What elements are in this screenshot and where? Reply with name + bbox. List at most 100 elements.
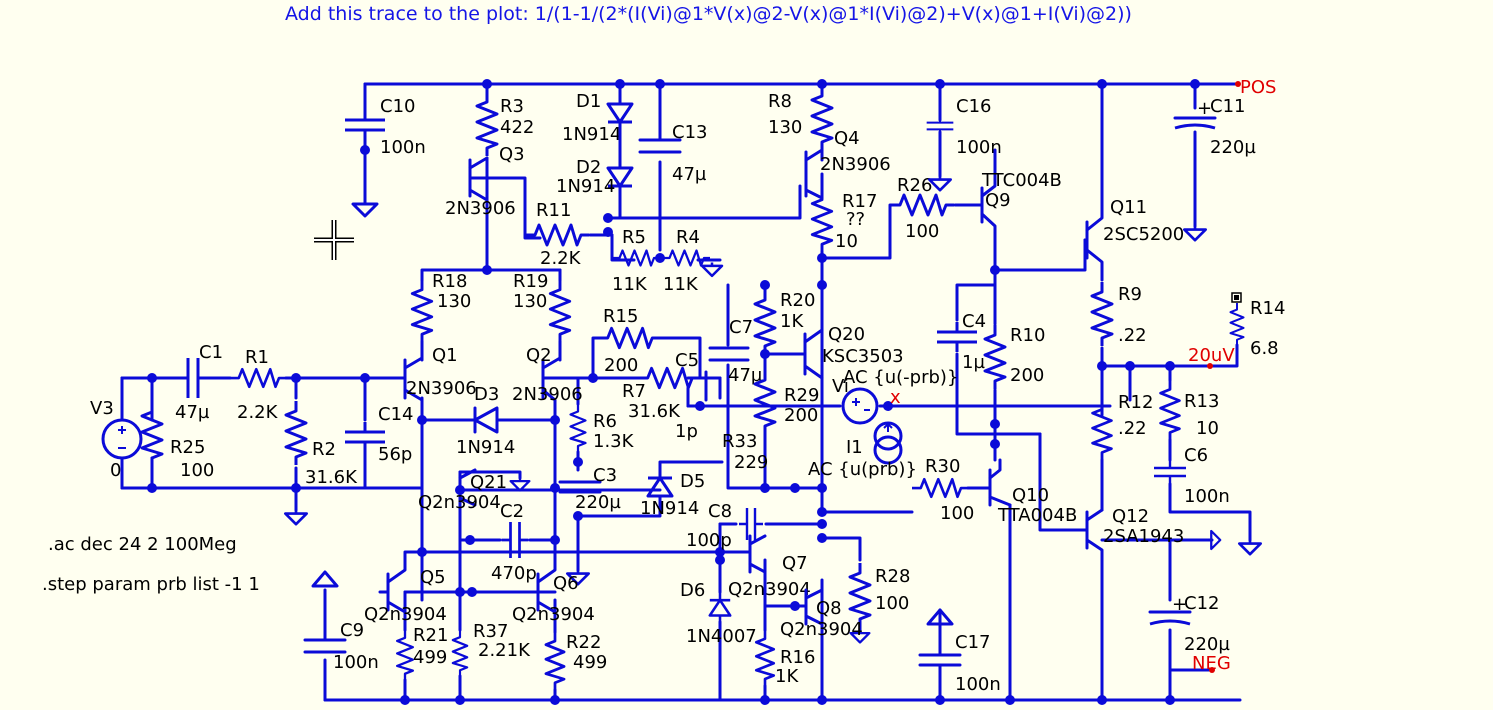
transistor-q1[interactable]: Q1 2N3906: [403, 340, 477, 402]
svg-text:C7: C7: [729, 317, 753, 338]
svg-text:229: 229: [734, 452, 768, 473]
resistor-r5[interactable]: R5 11K: [610, 227, 662, 295]
resistor-r29[interactable]: R29 200: [753, 368, 819, 436]
diode-d5[interactable]: D5 1N914: [640, 464, 705, 519]
resistor-r25[interactable]: R25 100: [140, 400, 214, 481]
resistor-r1[interactable]: R1 2.2K: [228, 347, 288, 423]
voltage-source-vi[interactable]: Vi AC {u(-prb)}: [832, 367, 958, 425]
transistor-q21[interactable]: Q21 Q2n3904: [418, 468, 531, 513]
svg-text:100n: 100n: [380, 137, 426, 158]
spice-directive-ac[interactable]: .ac dec 24 2 100Meg: [48, 534, 237, 555]
resistor-r30[interactable]: R30 100: [910, 456, 974, 524]
capacitor-c11[interactable]: + C11 220µ: [1173, 96, 1256, 242]
svg-text:Q1: Q1: [432, 345, 458, 366]
resistor-r16[interactable]: R16 1K: [754, 628, 815, 688]
resistor-r17[interactable]: R17 ?? 10: [810, 188, 877, 254]
crosshair-cursor-icon: [314, 220, 354, 260]
voltage-source-v3[interactable]: V3 0: [90, 376, 143, 490]
transistor-q9[interactable]: TTC004B Q9: [978, 148, 1062, 234]
diode-d1[interactable]: D1 1N914: [562, 91, 634, 145]
svg-text:R18: R18: [432, 271, 467, 292]
capacitor-c8[interactable]: C8 100p: [686, 501, 765, 551]
svg-text:D6: D6: [680, 580, 705, 601]
svg-text:R1: R1: [245, 347, 269, 368]
resistor-r8[interactable]: R8 130: [768, 84, 834, 152]
resistor-r12[interactable]: R12 .22: [1091, 392, 1154, 462]
resistor-r4[interactable]: R4 11K: [660, 227, 724, 295]
svg-text:??: ??: [846, 209, 865, 230]
resistor-r11[interactable]: R11 2.2K: [523, 200, 591, 269]
capacitor-c14[interactable]: C14 56p: [343, 404, 413, 465]
transistor-q20[interactable]: Q20 KSC3503: [803, 324, 904, 380]
svg-text:1N4007: 1N4007: [686, 626, 757, 647]
resistor-r14[interactable]: R14 6.8: [1228, 292, 1285, 359]
transistor-q8[interactable]: Q8 Q2n3904: [780, 588, 863, 640]
capacitor-c13[interactable]: C13 47µ: [638, 122, 707, 185]
resistor-r6[interactable]: R6 1.3K: [569, 402, 635, 454]
resistor-r7[interactable]: R7 31.6K: [622, 366, 702, 422]
transistor-q4[interactable]: Q4 2N3906: [804, 128, 891, 200]
transistor-q5[interactable]: Q5 Q2n3904: [364, 550, 447, 625]
svg-text:Q2n3904: Q2n3904: [512, 604, 595, 625]
capacitor-c16[interactable]: C16 100n: [925, 96, 1002, 192]
transistor-q11[interactable]: Q11 2SC5200: [1083, 197, 1184, 272]
transistor-q3[interactable]: Q3 2N3906: [445, 144, 525, 272]
svg-text:1N914: 1N914: [562, 124, 621, 145]
capacitor-c3[interactable]: C3 220µ: [558, 465, 621, 586]
resistor-r18[interactable]: R18 130: [410, 271, 471, 344]
capacitor-c4[interactable]: C4 1µ: [935, 311, 986, 373]
resistor-r26[interactable]: R26 100: [888, 175, 956, 242]
svg-text:I1: I1: [846, 437, 863, 458]
capacitor-c12[interactable]: + C12 220µ: [1148, 593, 1230, 655]
current-source-i1[interactable]: I1 AC {u(prb)}: [808, 421, 917, 480]
transistor-q6[interactable]: Q6 Q2n3904: [512, 538, 595, 625]
svg-text:.22: .22: [1118, 418, 1147, 439]
diode-d2[interactable]: D2 1N914: [556, 132, 634, 200]
resistor-r33[interactable]: R33 229: [722, 431, 768, 473]
transistor-q12[interactable]: Q12 2SA1943: [1053, 506, 1223, 562]
resistor-r15[interactable]: R15 200: [596, 306, 662, 376]
capacitor-c9[interactable]: C9 100n: [303, 570, 379, 673]
diode-d6[interactable]: D6 1N4007: [680, 580, 757, 647]
resistor-r19[interactable]: R19 130: [513, 271, 572, 344]
spice-directive-step[interactable]: .step param prb list -1 1: [42, 574, 260, 595]
svg-text:R37: R37: [473, 621, 508, 642]
resistor-r28[interactable]: R28 100: [848, 561, 910, 644]
svg-text:31.6K: 31.6K: [628, 401, 681, 422]
resistor-r20[interactable]: R20 1K: [753, 288, 815, 356]
capacitor-c10[interactable]: C10 100n: [343, 96, 426, 218]
svg-text:C9: C9: [340, 620, 364, 641]
svg-text:2N3906: 2N3906: [820, 154, 891, 175]
transistor-q10[interactable]: Q10 TTA004B: [988, 458, 1077, 526]
svg-text:NEG: NEG: [1192, 653, 1231, 674]
capacitor-c7[interactable]: C7 47µ: [708, 317, 763, 386]
resistor-r2[interactable]: R2 31.6K: [284, 399, 358, 488]
transistor-q2[interactable]: Q2 2N3906: [512, 340, 583, 422]
resistor-r22[interactable]: R22 499: [544, 630, 607, 692]
svg-text:D5: D5: [680, 471, 705, 492]
resistor-r10[interactable]: R10 200: [983, 323, 1045, 391]
svg-text:C8: C8: [708, 501, 732, 522]
transistor-q7[interactable]: Q7 Q2n3904: [718, 534, 811, 600]
capacitor-c17[interactable]: C17 100n: [918, 608, 1001, 695]
capacitor-c2[interactable]: C2 470p: [491, 501, 537, 584]
capacitor-c6[interactable]: C6 100n: [1152, 445, 1263, 556]
svg-text:R21: R21: [413, 625, 448, 646]
svg-text:D2: D2: [576, 157, 601, 178]
diode-d3[interactable]: D3 1N914: [456, 384, 515, 458]
svg-text:31.6K: 31.6K: [305, 467, 358, 488]
svg-text:R11: R11: [536, 200, 571, 221]
svg-text:R14: R14: [1250, 298, 1285, 319]
resistor-r3[interactable]: R3 422: [475, 90, 534, 158]
capacitor-c1[interactable]: C1 47µ: [175, 342, 223, 423]
resistor-r13[interactable]: R13 10: [1159, 378, 1220, 442]
svg-text:R5: R5: [622, 227, 646, 248]
resistor-r37[interactable]: R37 2.21K: [451, 621, 531, 678]
svg-text:C14: C14: [378, 404, 413, 425]
svg-text:C3: C3: [593, 465, 617, 486]
resistor-r21[interactable]: R21 499: [395, 625, 448, 682]
trace-note: Add this trace to the plot: 1/(1-1/(2*(I…: [285, 3, 1132, 25]
resistor-r9[interactable]: R9 .22: [1090, 280, 1147, 348]
svg-text:200: 200: [784, 405, 818, 426]
